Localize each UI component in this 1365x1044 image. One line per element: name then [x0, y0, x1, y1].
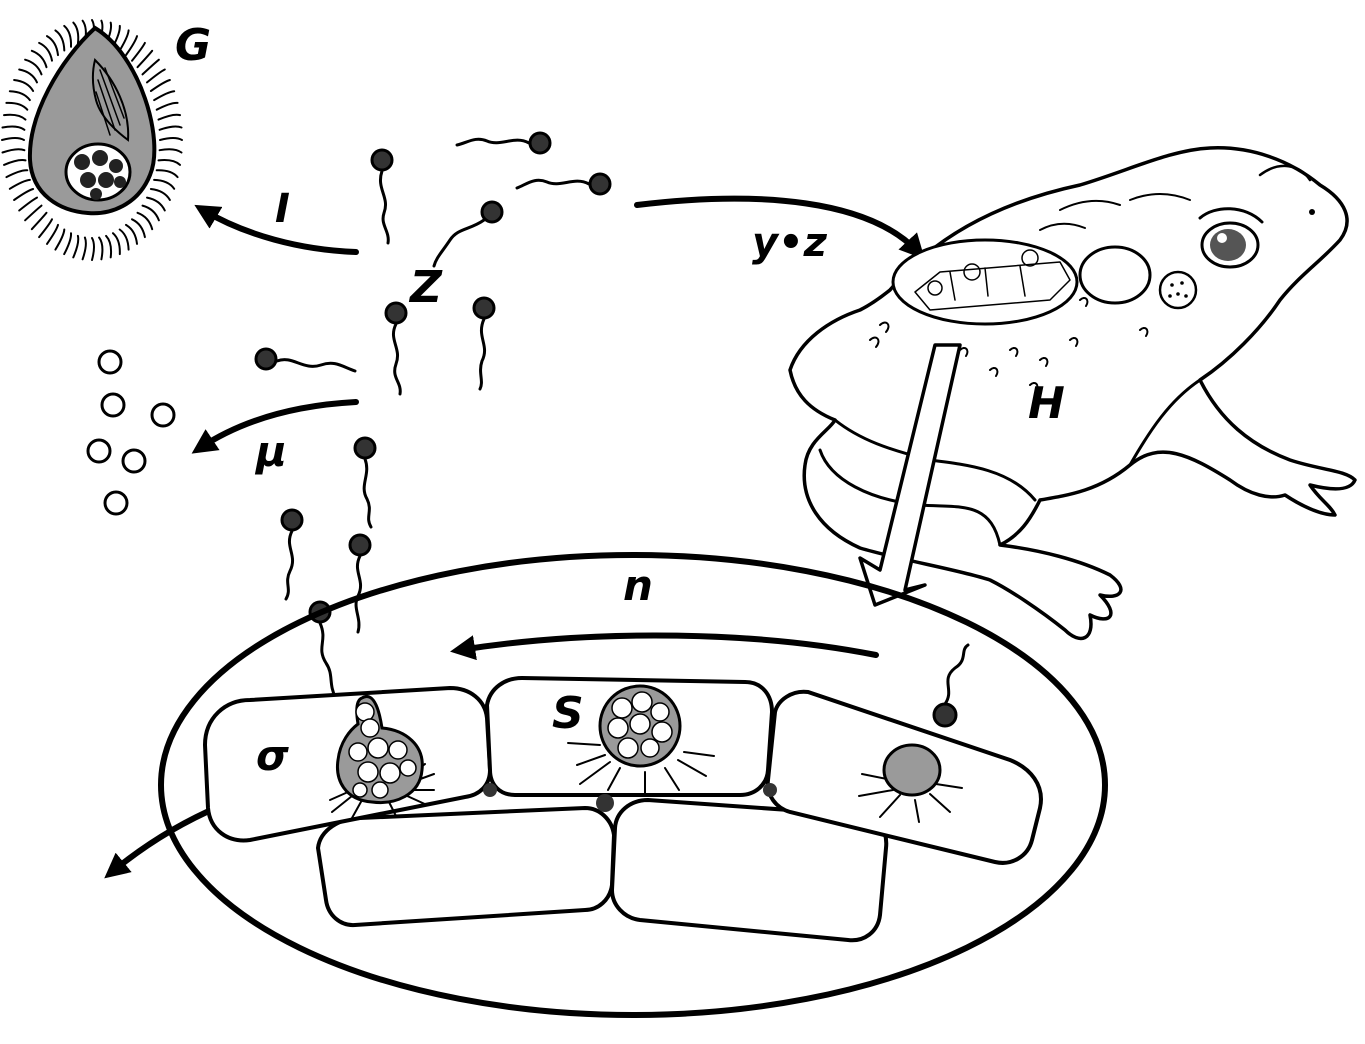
skin-section-outline: [158, 552, 1108, 1018]
zoospore-icon: [384, 301, 408, 396]
arrow-to-G: [194, 204, 359, 255]
arrow-to-mu: [191, 399, 359, 454]
zoospore-icon: [280, 508, 304, 601]
young-thallus: [858, 643, 970, 823]
label-sigma: σ: [256, 731, 289, 780]
label-I: I: [275, 186, 290, 232]
arrow-n: [450, 632, 879, 661]
zoospore-group: [254, 131, 612, 701]
zoospore-icon: [472, 296, 496, 391]
label-Z: Z: [408, 262, 443, 313]
arrow-to-host: [634, 195, 925, 260]
zoospore-icon: [254, 347, 357, 373]
released-particles: [86, 349, 176, 516]
label-G: G: [175, 20, 211, 71]
zoospore-icon: [432, 200, 504, 268]
zoospore-icon: [348, 533, 372, 634]
label-H: H: [1028, 378, 1065, 429]
ciliate-predator-icon: [1, 19, 183, 261]
zoospore-icon: [370, 148, 394, 245]
lower-cell-left: [315, 805, 617, 928]
zoospore-icon: [455, 131, 552, 155]
sporangium-S: [567, 684, 715, 797]
label-mu: μ: [254, 427, 287, 476]
zoospore-icon: [353, 436, 377, 529]
lower-cell-right: [609, 797, 889, 943]
label-y-z: y•z: [752, 220, 828, 266]
zoospore-icon: [515, 172, 612, 196]
hollow-arrow-down: [858, 343, 962, 607]
label-n: n: [623, 561, 653, 610]
label-S: S: [552, 688, 584, 739]
sporangium-releasing: [329, 695, 435, 819]
